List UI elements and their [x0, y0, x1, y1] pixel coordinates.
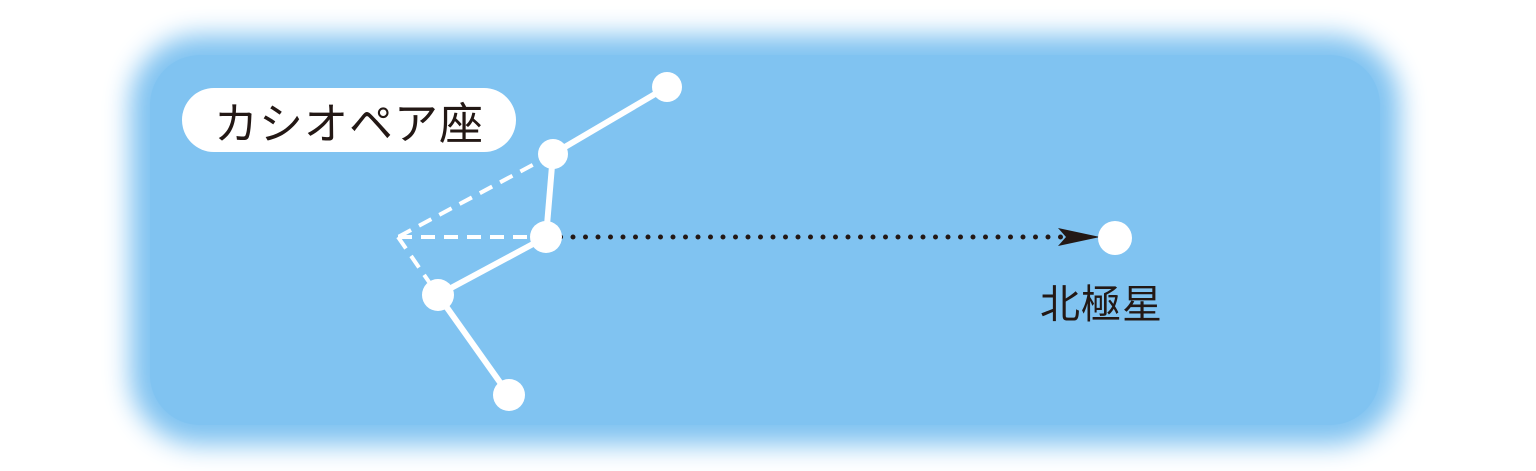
star-polaris [1098, 221, 1132, 255]
pointer-arrowhead [1058, 228, 1100, 246]
cassiopeia-line-4 [435, 293, 512, 397]
star-cassiopeia-3 [530, 221, 562, 253]
star-cassiopeia-1 [652, 72, 682, 102]
constellation-label-text: カシオペア座 [214, 99, 484, 150]
star-cassiopeia-4 [422, 279, 454, 311]
cassiopeia-line-1 [551, 84, 669, 157]
cassiopeia-line-3 [436, 234, 548, 298]
star-cassiopeia-2 [538, 139, 568, 169]
polaris-label: 北極星 [1040, 282, 1163, 328]
constellation-label: カシオペア座 [182, 88, 516, 152]
star-cassiopeia-5 [493, 379, 525, 411]
construction-line-upper [397, 152, 554, 239]
